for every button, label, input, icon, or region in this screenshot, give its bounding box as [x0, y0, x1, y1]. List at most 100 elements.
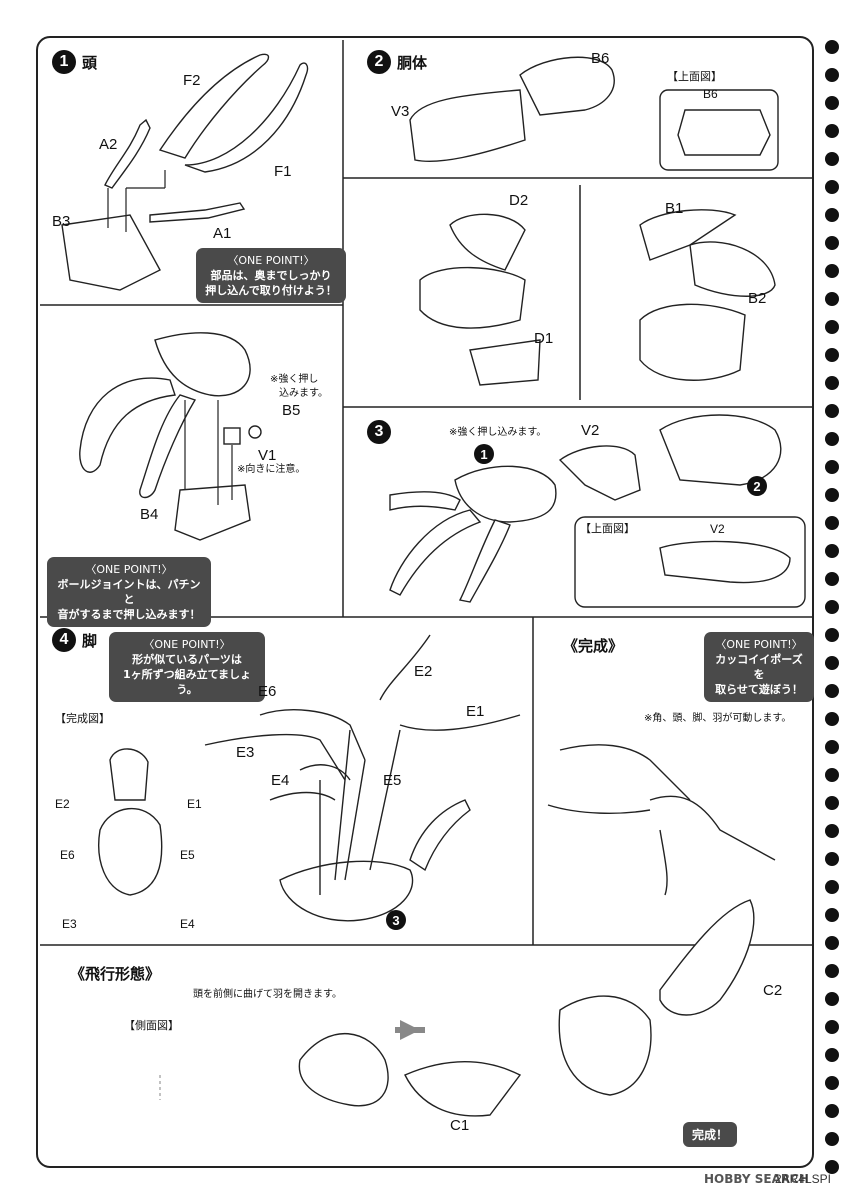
ring-hole [825, 404, 839, 418]
part-label-e1: E1 [466, 703, 485, 720]
ring-hole [825, 432, 839, 446]
ring-hole [825, 236, 839, 250]
one-point-legs: 〈ONE POINT!〉 形が似ているパーツは 1ヶ所ずつ組み立てましょう。 [109, 632, 265, 702]
part-label-b1: B1 [665, 200, 684, 217]
complete-label-e6: E6 [60, 848, 75, 862]
part-label-f2: F2 [183, 72, 201, 89]
one-point-line: 1ヶ所ずつ組み立てましょう。 [122, 668, 252, 696]
one-point-title: 〈ONE POINT!〉 [227, 254, 315, 267]
section-1-title: 1 頭 [52, 50, 97, 74]
ring-hole [825, 180, 839, 194]
one-point-line: カッコイイポーズを [715, 653, 803, 681]
section-2-title: 2 胴体 [367, 50, 427, 74]
section-number: 4 [52, 628, 76, 652]
section-title-text: 頭 [82, 53, 98, 72]
part-label-v2-top: V2 [710, 522, 725, 536]
ring-hole [825, 68, 839, 82]
complete-label-e1: E1 [187, 797, 202, 811]
ring-hole [825, 488, 839, 502]
flight-title: 《飛行形態》 [70, 966, 161, 983]
one-point-ball-joint: 〈ONE POINT!〉 ボールジョイントは、パチンと 音がするまで押し込みます… [47, 557, 211, 627]
marker-3: 3 [386, 910, 406, 930]
ring-hole [825, 1020, 839, 1034]
ring-hole [825, 1076, 839, 1090]
part-f1-drawing [184, 62, 309, 173]
ring-hole [825, 516, 839, 530]
one-point-title: 〈ONE POINT!〉 [85, 563, 173, 576]
side-view-label: 【側面図】 [124, 1019, 179, 1032]
part-b6-drawing [519, 56, 615, 116]
one-point-line: ボールジョイントは、パチンと [57, 578, 201, 606]
part-label-e3: E3 [236, 744, 255, 761]
ring-hole [825, 96, 839, 110]
note-press-2: 込みます。 [279, 388, 328, 399]
ring-hole [825, 880, 839, 894]
part-label-b3: B3 [52, 213, 71, 230]
one-point-line: 音がするまで押し込みます！ [57, 608, 201, 621]
part-label-v2: V2 [581, 422, 600, 439]
part-label-b6: B6 [591, 50, 610, 67]
part-label-e6: E6 [258, 683, 277, 700]
sheet-border [36, 36, 814, 1168]
part-label-f1: F1 [274, 163, 292, 180]
section-3-title: 3 [367, 420, 391, 444]
one-point-head: 〈ONE POINT!〉 部品は、奥までしっかり 押し込んで取り付けよう！ [196, 248, 346, 303]
part-label-c1: C1 [450, 1117, 470, 1134]
binder-rings [825, 40, 841, 1188]
ring-hole [825, 796, 839, 810]
top-view-label-s3: 【上面図】 [580, 522, 635, 535]
complete-label-e5: E5 [180, 848, 195, 862]
part-label-a2: A2 [99, 136, 118, 153]
ring-hole [825, 740, 839, 754]
ring-hole [825, 768, 839, 782]
ring-hole [825, 600, 839, 614]
part-label-b5: B5 [282, 402, 301, 419]
ring-hole [825, 628, 839, 642]
ring-hole [825, 264, 839, 278]
part-label-v1: V1 [258, 447, 277, 464]
top-view-label: 【上面図】 [667, 70, 722, 83]
complete-title: 《完成》 [563, 638, 624, 655]
ring-hole [825, 208, 839, 222]
complete-label-e4: E4 [180, 917, 195, 931]
ring-hole [825, 824, 839, 838]
one-point-line: 取らせて遊ぼう！ [715, 683, 803, 696]
ring-hole [825, 1104, 839, 1118]
ring-hole [825, 936, 839, 950]
note-bend-head: 頭を前側に曲げて羽を開きます。 [193, 989, 342, 1000]
part-f2-drawing [158, 53, 270, 159]
part-label-e2: E2 [414, 663, 433, 680]
part-label-v3: V3 [391, 103, 410, 120]
note-orientation: ※向きに注意。 [237, 464, 306, 475]
part-label-c2: C2 [763, 982, 783, 999]
ring-hole [825, 992, 839, 1006]
one-point-line: 形が似ているパーツは [132, 653, 242, 666]
complete-figure-label: 【完成図】 [55, 712, 110, 725]
part-b4-drawing [174, 484, 251, 541]
ring-hole [825, 460, 839, 474]
section-title-text: 胴体 [397, 53, 428, 72]
ring-hole [825, 348, 839, 362]
ring-hole [825, 684, 839, 698]
ring-hole [825, 292, 839, 306]
marker-1: 1 [474, 444, 494, 464]
part-label-a1: A1 [213, 225, 232, 242]
ring-hole [825, 712, 839, 726]
part-label-d2: D2 [509, 192, 529, 209]
ring-hole [825, 1132, 839, 1146]
ring-hole [825, 40, 839, 54]
one-point-line: 部品は、奥までしっかり [210, 269, 332, 282]
ring-hole [825, 376, 839, 390]
part-label-d1: D1 [534, 330, 554, 347]
section-4-title: 4 脚 [52, 628, 97, 652]
part-label-b4: B4 [140, 506, 159, 523]
part-label-e4: E4 [271, 772, 290, 789]
marker-2: 2 [747, 476, 767, 496]
section-number: 3 [367, 420, 391, 444]
part-label-b6-top: B6 [703, 87, 718, 101]
finish-badge: 完成！ [683, 1122, 738, 1147]
one-point-title: 〈ONE POINT!〉 [143, 638, 231, 651]
ring-hole [825, 152, 839, 166]
